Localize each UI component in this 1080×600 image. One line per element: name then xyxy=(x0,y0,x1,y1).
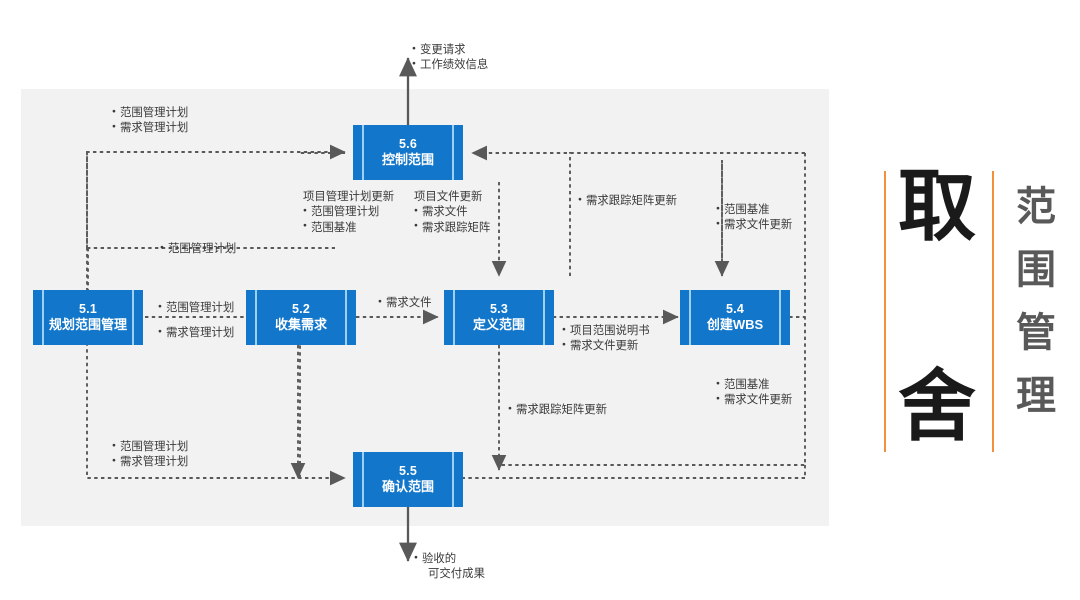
box-divider-left xyxy=(362,452,364,507)
label-line: 需求文件更新 xyxy=(716,218,792,233)
box-divider-left xyxy=(42,290,44,345)
process-name: 收集需求 xyxy=(274,317,327,333)
process-number: 5.3 xyxy=(490,301,508,316)
process-number: 5.5 xyxy=(399,463,417,478)
process-name: 规划范围管理 xyxy=(48,317,127,333)
label-53-to-54: 项目范围说明书 需求文件更新 xyxy=(562,324,650,355)
label-line: 范围管理计划 xyxy=(112,440,188,455)
box-divider-right xyxy=(132,290,134,345)
label-line: 范围基准 xyxy=(716,378,792,393)
process-box-5-5[interactable]: 5.5 确认范围 xyxy=(353,452,463,507)
label-top-output: 变更请求 工作绩效信息 xyxy=(412,43,488,74)
subtitle-char-wei: 围 xyxy=(1016,247,1056,293)
process-name: 创建WBS xyxy=(706,317,764,333)
box-divider-left xyxy=(255,290,257,345)
label-heading: 项目管理计划更新 xyxy=(303,191,395,203)
process-box-5-4[interactable]: 5.4 创建WBS xyxy=(680,290,790,345)
process-box-5-1[interactable]: 5.1 规划范围管理 xyxy=(33,290,143,345)
process-box-5-3[interactable]: 5.3 定义范围 xyxy=(444,290,554,345)
box-divider-left xyxy=(453,290,455,345)
accent-line-right xyxy=(992,171,995,452)
label-line: 范围管理计划 xyxy=(160,242,236,257)
process-box-5-2[interactable]: 5.2 收集需求 xyxy=(246,290,356,345)
accent-line-left xyxy=(884,171,887,452)
subtitle-char-guan: 管 xyxy=(1016,310,1056,356)
box-divider-left xyxy=(362,125,364,180)
label-line: 需求跟踪矩阵更新 xyxy=(508,403,607,418)
label-line: 范围管理计划 xyxy=(303,205,394,220)
label-line: 可交付成果 xyxy=(428,568,485,581)
edge-left-rail-to-55 xyxy=(86,152,346,486)
label-line: 需求文件 xyxy=(378,296,432,311)
label-bottom-output: 验收的 可交付成果 xyxy=(414,552,485,583)
label-baseline-doc-update-top: 范围基准 需求文件更新 xyxy=(716,203,792,234)
label-pm-doc-update: 项目文件更新 需求文件 需求跟踪矩阵 xyxy=(414,190,490,236)
label-pm-plan-update: 项目管理计划更新 范围管理计划 范围基准 xyxy=(303,190,394,236)
label-line: 范围基准 xyxy=(716,203,792,218)
process-box-5-6[interactable]: 5.6 控制范围 xyxy=(353,125,463,180)
subtitle-char-fan: 范 xyxy=(1016,184,1056,230)
label-line: 需求跟踪矩阵更新 xyxy=(578,194,677,209)
label-bottomleft-plans: 范围管理计划 需求管理计划 xyxy=(112,440,188,471)
process-number: 5.1 xyxy=(79,301,97,316)
box-divider-right xyxy=(345,290,347,345)
subtitle-char-li: 理 xyxy=(1016,373,1056,419)
label-rtm-update-bottom: 需求跟踪矩阵更新 xyxy=(508,403,607,418)
box-divider-right xyxy=(779,290,781,345)
label-line: 需求文件更新 xyxy=(562,339,650,354)
label-baseline-doc-update-bottom: 范围基准 需求文件更新 xyxy=(716,378,792,409)
title-char-she: 舍 xyxy=(898,362,977,452)
label-line: 需求管理计划 xyxy=(158,321,234,346)
label-line: 验收的 xyxy=(414,552,485,567)
process-number: 5.2 xyxy=(292,301,310,316)
label-52-to-53: 需求文件 xyxy=(378,296,432,311)
label-line: 需求跟踪矩阵 xyxy=(414,221,490,236)
process-number: 5.4 xyxy=(726,301,744,316)
label-heading: 项目文件更新 xyxy=(414,191,483,203)
label-topleft-plans: 范围管理计划 需求管理计划 xyxy=(112,106,188,137)
process-name: 确认范围 xyxy=(381,479,434,495)
label-line: 需求管理计划 xyxy=(112,455,188,470)
edge-right-rail xyxy=(500,153,806,466)
box-divider-right xyxy=(543,290,545,345)
process-name: 定义范围 xyxy=(472,317,525,333)
label-line: 需求文件更新 xyxy=(716,393,792,408)
label-line: 工作绩效信息 xyxy=(412,58,488,73)
process-number: 5.6 xyxy=(399,136,417,151)
label-line: 项目范围说明书 xyxy=(562,324,650,339)
box-divider-left xyxy=(689,290,691,345)
title-char-qu: 取 xyxy=(898,162,977,252)
box-divider-right xyxy=(452,125,454,180)
label-scope-plan-mid: 范围管理计划 xyxy=(160,242,236,257)
label-line: 范围管理计划 xyxy=(158,296,234,321)
label-line: 范围基准 xyxy=(303,221,394,236)
label-51-to-52: 范围管理计划 需求管理计划 xyxy=(158,296,234,346)
label-line: 变更请求 xyxy=(412,43,488,58)
box-divider-right xyxy=(452,452,454,507)
label-rtm-update-top: 需求跟踪矩阵更新 xyxy=(578,194,677,209)
process-name: 控制范围 xyxy=(381,152,434,168)
label-line: 需求管理计划 xyxy=(112,121,188,136)
label-line: 需求文件 xyxy=(414,205,490,220)
label-line: 范围管理计划 xyxy=(112,106,188,121)
